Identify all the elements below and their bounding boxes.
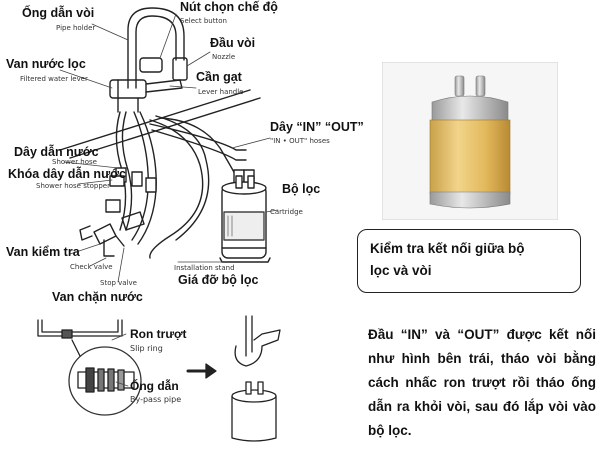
label-stand: Giá đỡ bộ lọc (178, 273, 259, 287)
callout-line-1: Kiểm tra kết nối giữa bộ (370, 241, 525, 256)
label-select-button: Nút chọn chế độ (180, 0, 278, 14)
instructions-text: Đầu “IN” và “OUT” được kết nối như hình … (368, 327, 596, 438)
shower-hose-stopper (109, 175, 125, 187)
label-nozzle: Đầu vòi (210, 36, 256, 50)
label-nozzle-en: Nozzle (212, 53, 236, 61)
label-bypass-pipe: Ống dẫn (130, 379, 179, 393)
slip-ring-removal-diagram (37, 315, 281, 442)
label-check-valve-en: Check valve (70, 263, 113, 271)
label-select-button-en: Select button (180, 17, 227, 25)
label-in-out-hoses: Dây “IN” “OUT” (270, 120, 364, 134)
label-stop-valve-en: Stop valve (100, 279, 137, 287)
label-installation-stand-en: Installation stand (174, 264, 235, 272)
label-in-out-hoses-en: "IN • OUT" hoses (270, 137, 330, 145)
label-pipe-holder: Ống dẫn vòi (22, 6, 95, 20)
label-shower-hose-stopper: Khóa dây dẫn nước (8, 167, 126, 181)
label-bypass-pipe-en: By-pass pipe (130, 395, 182, 404)
label-lever-handle-en: Lever handle (198, 88, 244, 96)
faucet-spout (127, 7, 185, 89)
label-shower-hose-en: Shower hose (52, 158, 97, 166)
filter-cartridge (221, 175, 267, 259)
label-shower-hose-stopper-en: Shower hose stopper (36, 182, 110, 190)
stop-valve (93, 223, 117, 245)
label-pipe-holder-en: Pipe holder (56, 24, 96, 32)
nozzle (172, 57, 188, 81)
magnifier-circle (68, 346, 142, 416)
faucet-installation-diagram (59, 7, 279, 283)
lever-handle (145, 79, 183, 93)
callout-line-2: lọc và vòi (370, 263, 432, 278)
installation-stand (219, 257, 271, 263)
label-filter: Bộ lọc (282, 182, 321, 196)
label-slip-ring-en: Slip ring (130, 344, 163, 353)
faucet-body (109, 79, 147, 99)
label-slip-ring: Ron trượt (130, 327, 187, 341)
label-filtered-lever-en: Filtered water lever (20, 75, 88, 83)
label-shower-hose: Dây dẫn nước (14, 145, 99, 159)
label-lever-handle: Cần gạt (196, 70, 242, 84)
label-cartridge-en: Cartridge (270, 208, 303, 216)
callout-box: Kiểm tra kết nối giữa bộ lọc và vòi (357, 229, 581, 293)
select-button-housing (139, 57, 163, 73)
label-stop-valve: Van chặn nước (52, 290, 143, 304)
in-out-hoses (149, 119, 204, 259)
label-check-valve: Van kiểm tra (6, 245, 80, 259)
label-filtered-lever: Van nước lọc (6, 57, 86, 71)
check-valve (105, 199, 121, 213)
filter-cartridge-image (382, 62, 558, 220)
